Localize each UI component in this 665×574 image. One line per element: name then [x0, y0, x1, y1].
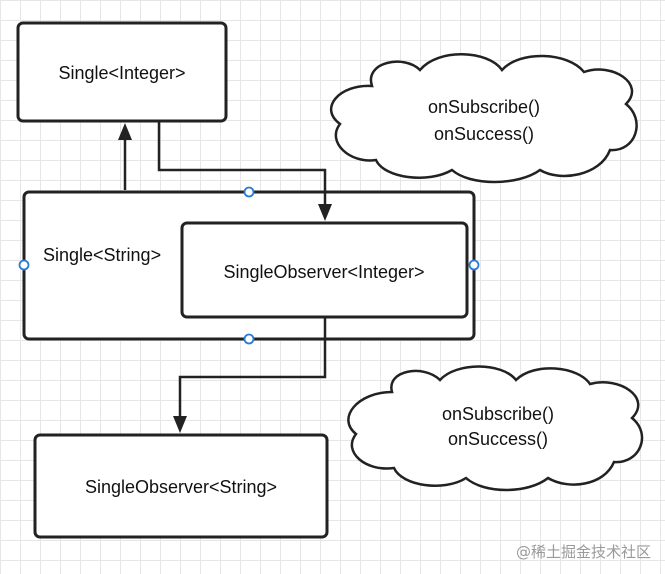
resize-handle-bottom[interactable] [243, 333, 255, 345]
node-single-integer-label: Single<Integer> [58, 63, 185, 83]
node-single-integer[interactable]: Single<Integer> [16, 21, 228, 123]
node-observer-integer-box[interactable] [180, 221, 469, 319]
resize-handle-right[interactable] [468, 259, 480, 271]
resize-handle-left[interactable] [18, 259, 30, 271]
node-single-integer-box[interactable] [16, 21, 228, 123]
edge-integer-to-observer-integer[interactable] [157, 122, 327, 205]
note-cloud-top-shape [329, 53, 638, 184]
edge-observer-integer-to-observer-string[interactable] [178, 318, 327, 417]
node-observer-string[interactable]: SingleObserver<String> [33, 433, 329, 539]
note-top-line-1: onSubscribe() [428, 97, 540, 117]
edge-observer-integer-to-observer-string-arrowhead [173, 416, 187, 433]
note-cloud-top[interactable]: onSubscribe() onSuccess() [329, 53, 638, 184]
note-top-line-2: onSuccess() [434, 124, 534, 144]
node-single-string-label: Single<String> [43, 245, 161, 265]
note-bottom-line-1: onSubscribe() [442, 404, 554, 424]
note-cloud-bottom[interactable]: onSubscribe() onSuccess() [347, 365, 644, 492]
watermark: @稀土掘金技术社区 [515, 543, 651, 561]
edge-string-to-integer-arrowhead [118, 123, 132, 140]
resize-handle-top[interactable] [243, 186, 255, 198]
node-observer-string-box[interactable] [33, 433, 329, 539]
node-observer-integer[interactable]: SingleObserver<Integer> [180, 221, 469, 319]
edge-integer-to-observer-integer-arrowhead [318, 204, 332, 221]
note-cloud-bottom-shape [347, 365, 644, 492]
node-observer-string-label: SingleObserver<String> [85, 477, 277, 497]
node-observer-integer-label: SingleObserver<Integer> [223, 262, 424, 282]
note-bottom-line-2: onSuccess() [448, 429, 548, 449]
